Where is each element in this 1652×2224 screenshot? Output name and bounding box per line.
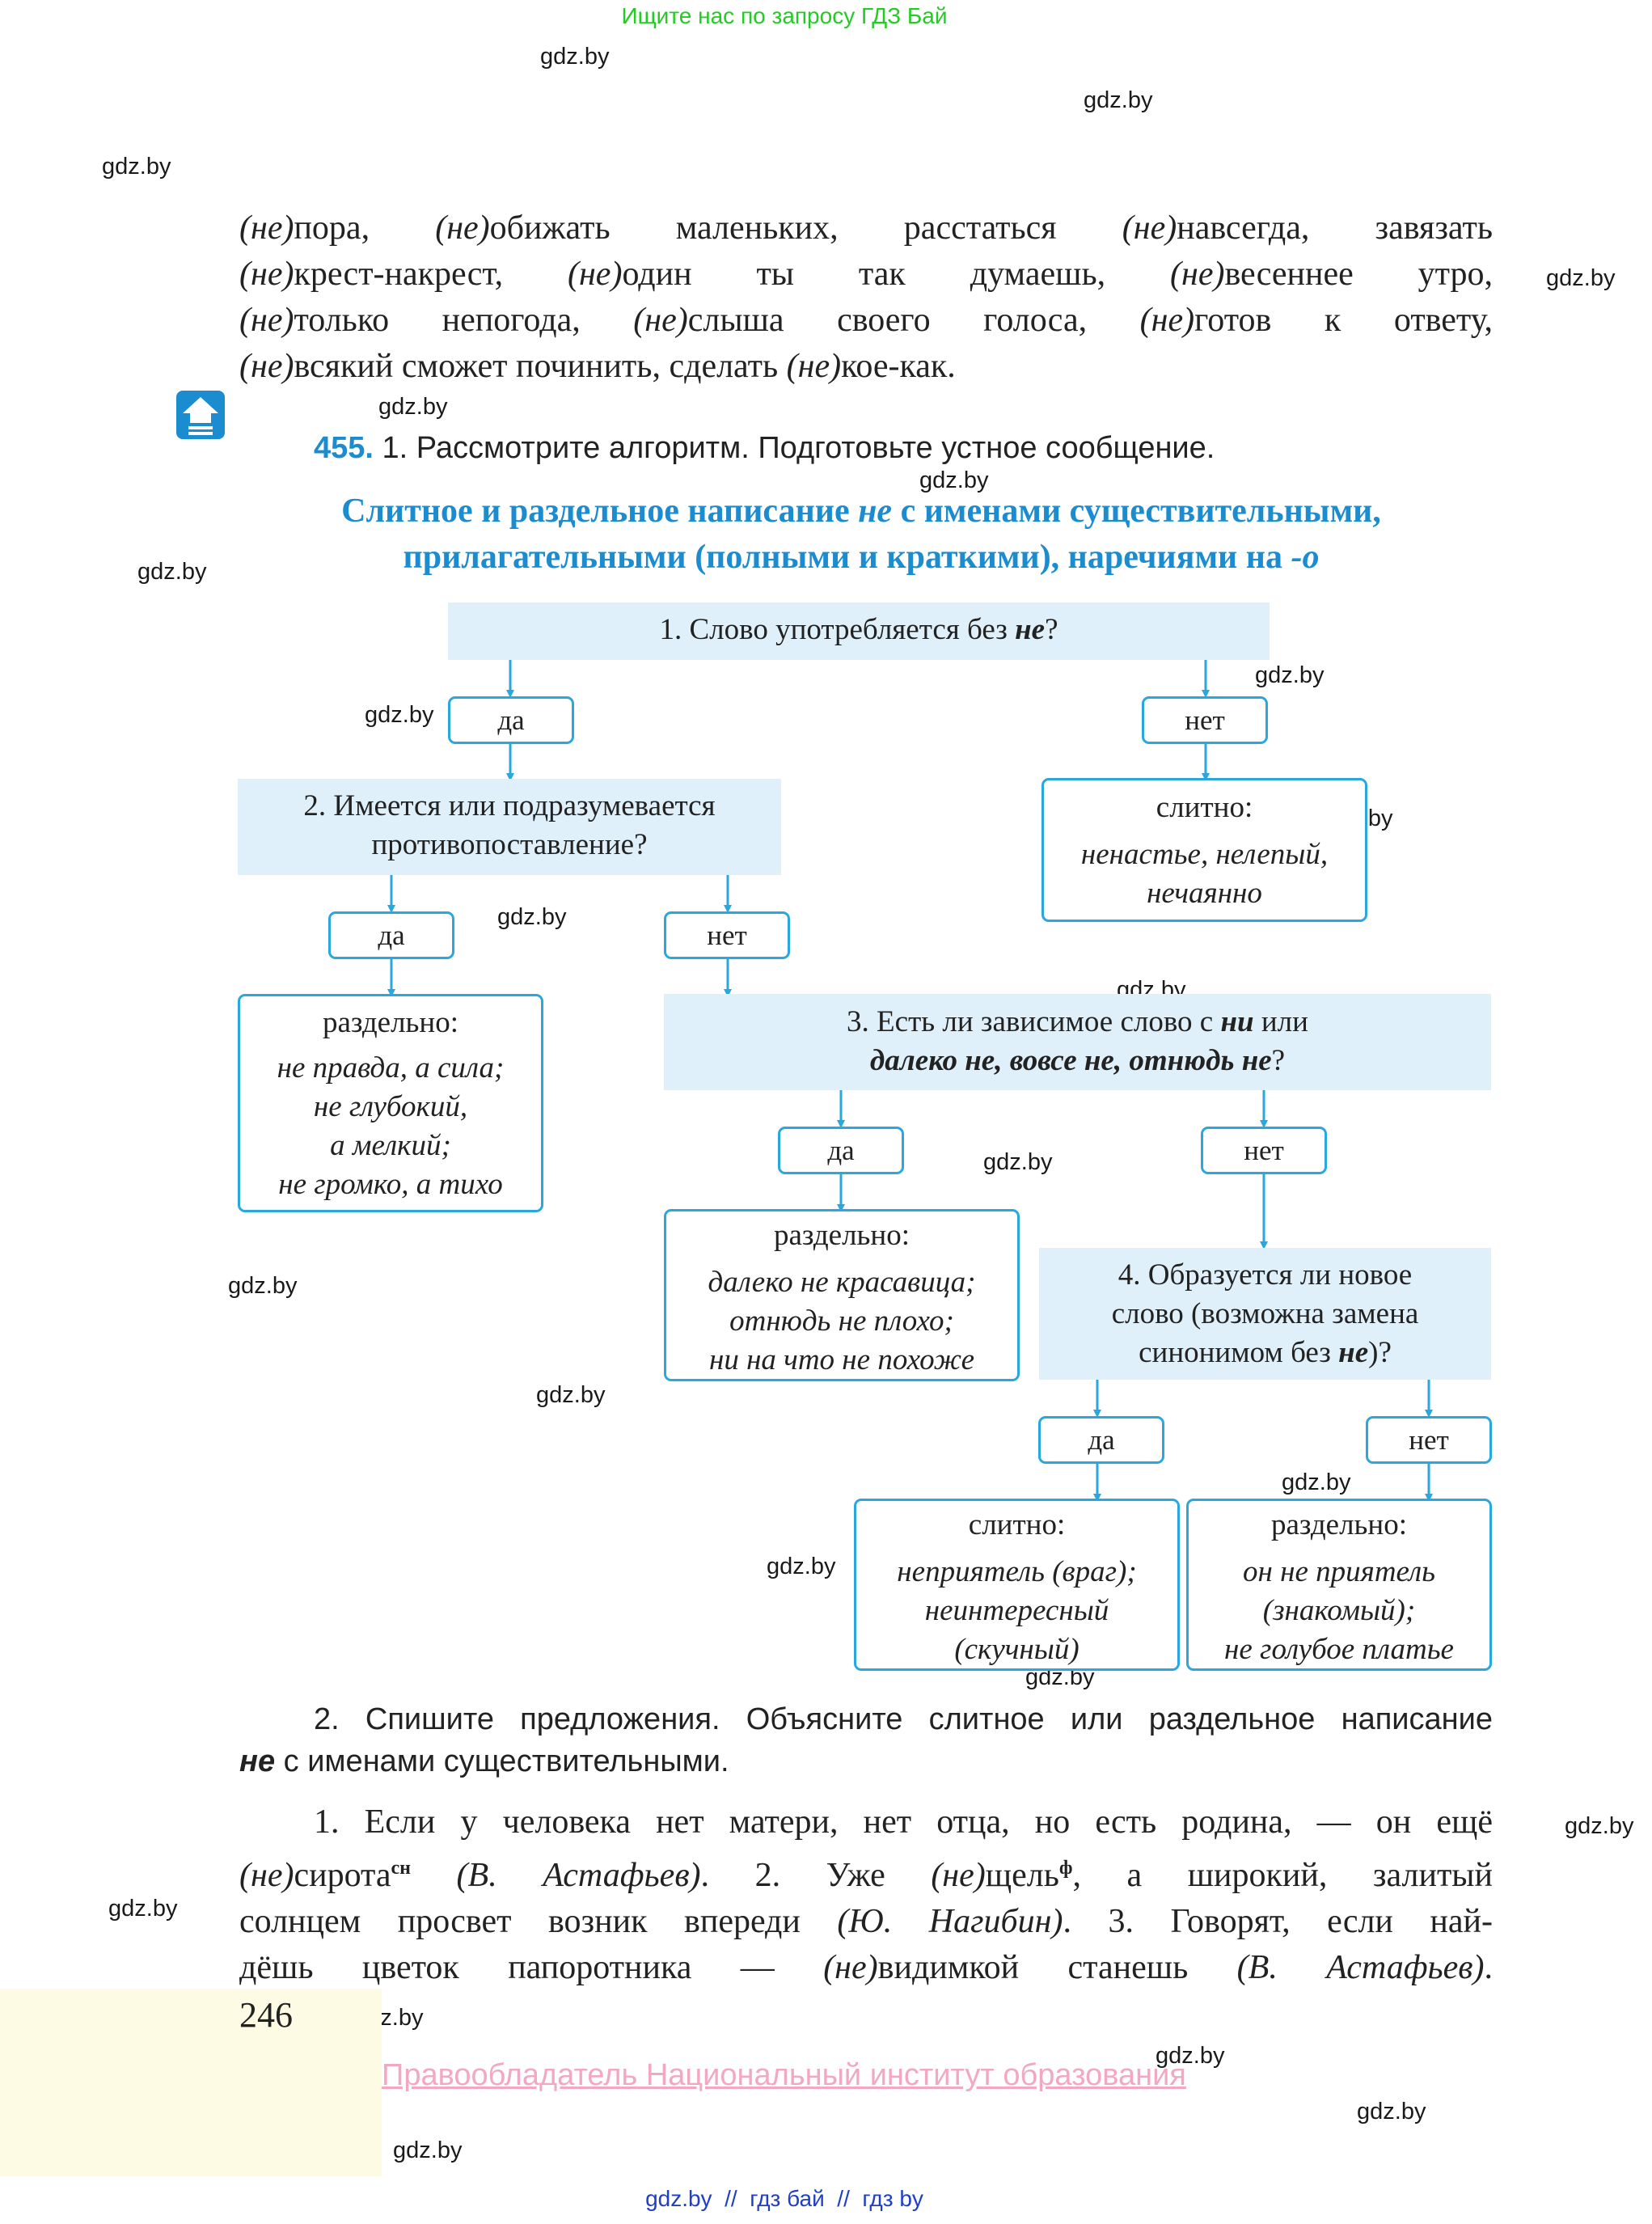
result-q1-no-box: слитно: ненастье, нелепый, нечаянно bbox=[1041, 778, 1367, 922]
watermark: gdz.by bbox=[1156, 2043, 1225, 2069]
task-2-text: 2. Спишите предложения. Объясните слитно… bbox=[239, 1702, 1493, 1778]
exercise-number: 455. bbox=[314, 431, 374, 465]
watermark: gdz.by bbox=[767, 1554, 836, 1579]
watermark: gdz.by bbox=[536, 1382, 606, 1408]
watermark: gdz.by bbox=[983, 1149, 1053, 1175]
exercise-455-task: 455. 1. Рассмотрите алгоритм. Подготовьт… bbox=[314, 431, 1215, 465]
result-q4-yes-box: слитно: неприятель (враг); неинтересный … bbox=[854, 1499, 1180, 1671]
watermark: gdz.by bbox=[919, 467, 989, 493]
q3-no-pill: нет bbox=[1201, 1127, 1327, 1174]
q1-yes-pill: да bbox=[448, 696, 574, 744]
question-3-box: 3. Есть ли зависимое слово с ни или дале… bbox=[664, 994, 1491, 1090]
watermark: gdz.by bbox=[228, 1273, 298, 1299]
footer-links[interactable]: gdz.by // гдз бай // гдз by bbox=[645, 2186, 923, 2211]
sentences-text: 1. Если у человека нет матери, нет отца,… bbox=[239, 1803, 1494, 1986]
watermark: gdz.by bbox=[1546, 265, 1616, 291]
question-1-box: 1. Слово употребляется без не? bbox=[448, 603, 1270, 660]
top-exercise-text: (не)пора, (не)обижать маленьких, расстат… bbox=[239, 209, 1494, 385]
q4-no-pill: нет bbox=[1366, 1416, 1492, 1464]
q2-yes-pill: да bbox=[328, 911, 454, 959]
q1-no-pill: нет bbox=[1142, 696, 1268, 744]
q4-yes-pill: да bbox=[1038, 1416, 1164, 1464]
watermark: gdz.by bbox=[1565, 1813, 1634, 1839]
watermark: gdz.by bbox=[540, 44, 610, 70]
watermark: gdz.by bbox=[1084, 87, 1153, 113]
watermark: gdz.by bbox=[497, 904, 567, 930]
q2-no-pill: нет bbox=[664, 911, 790, 959]
watermark: gdz.by bbox=[108, 1896, 178, 1922]
question-4-box: 4. Образуется ли новое слово (возможна з… bbox=[1039, 1248, 1491, 1380]
algorithm-title: Слитное и раздельное написание не с имен… bbox=[341, 493, 1381, 576]
page-corner bbox=[0, 1989, 382, 2176]
result-q4-no-box: раздельно: он не приятель (знакомый); не… bbox=[1186, 1499, 1492, 1671]
question-2-box: 2. Имеется или подразумевается противопо… bbox=[238, 779, 781, 875]
page-number: 246 bbox=[239, 1995, 293, 2035]
watermark: gdz.by bbox=[365, 702, 434, 728]
q3-yes-pill: да bbox=[778, 1127, 904, 1174]
watermark: gdz.by bbox=[1357, 2099, 1426, 2125]
search-hint: Ищите нас по запросу ГДЗ Бай bbox=[621, 3, 948, 28]
watermark: gdz.by bbox=[1255, 662, 1325, 688]
watermark: gdz.by bbox=[378, 394, 448, 420]
result-q2-yes-box: раздельно: не правда, а сила; не глубоки… bbox=[238, 994, 543, 1212]
watermark: gdz.by bbox=[102, 154, 171, 180]
watermark: gdz.by bbox=[137, 559, 207, 585]
result-q3-yes-box: раздельно: далеко не красавица; отнюдь н… bbox=[664, 1209, 1020, 1381]
watermark: gdz.by bbox=[1282, 1469, 1351, 1495]
copyright-link[interactable]: Правообладатель Национальный институт об… bbox=[382, 2058, 1186, 2092]
watermark: gdz.by bbox=[393, 2137, 463, 2163]
home-up-icon[interactable] bbox=[176, 391, 225, 439]
